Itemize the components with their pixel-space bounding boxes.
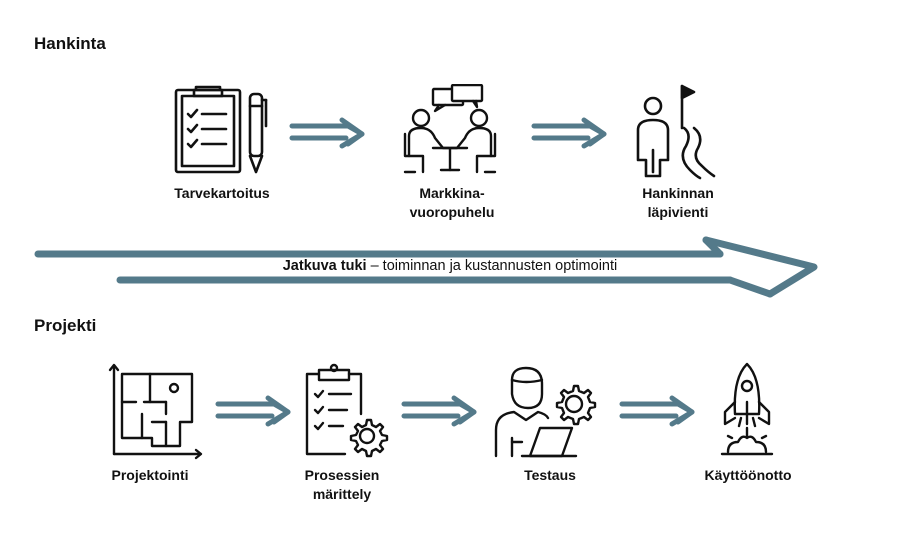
continuous-support-arrow (34, 236, 818, 298)
continuous-support-bold: Jatkuva tuki (282, 258, 367, 274)
flow-arrow-3 (215, 395, 291, 427)
step-label-line: Käyttöönotto (704, 467, 792, 483)
step-label-line: vuoropuhelu (409, 204, 495, 220)
section-title-hankinta: Hankinta (34, 34, 106, 53)
meeting-dialogue-icon (395, 84, 507, 174)
continuous-support-rest: – toiminnan ja kustannusten optimointi (366, 258, 618, 274)
flow-arrow-4 (401, 395, 477, 427)
step-label-line: Prosessien (304, 467, 380, 483)
rocket-launch-icon (714, 362, 780, 460)
floor-plan-icon (100, 362, 204, 460)
step-label-kayttoonotto: Käyttöönotto (668, 466, 828, 485)
step-label-line: Tarvekartoitus (174, 185, 270, 201)
step-label-line: Hankinnan (642, 185, 714, 201)
continuous-support-label: Jatkuva tuki – toiminnan ja kustannusten… (0, 258, 900, 274)
step-label-line: märittely (312, 486, 372, 502)
person-path-flag-icon (632, 80, 722, 180)
step-label-line: Projektointi (111, 467, 189, 483)
flow-arrow-2 (531, 117, 607, 149)
clipboard-checklist-icon (172, 84, 272, 176)
step-label-tarvekartoitus: Tarvekartoitus (140, 184, 304, 203)
step-label-testaus: Testaus (470, 466, 630, 485)
step-label-line: Testaus (524, 467, 576, 483)
flow-arrow-1 (289, 117, 365, 149)
person-laptop-gear-icon (492, 366, 604, 460)
step-label-markkinavuoropuhelu: Markkina- vuoropuhelu (370, 184, 534, 222)
flow-arrow-5 (619, 395, 695, 427)
step-label-hankinnan-lapivienti: Hankinnan läpivienti (596, 184, 760, 222)
step-label-projektointi: Projektointi (70, 466, 230, 485)
section-title-projekti: Projekti (34, 316, 97, 335)
step-label-line: Markkina- (419, 185, 485, 201)
clipboard-gear-icon (301, 362, 395, 458)
step-label-line: läpivienti (647, 204, 709, 220)
step-label-prosessien-marittely: Prosessien märittely (262, 466, 422, 504)
